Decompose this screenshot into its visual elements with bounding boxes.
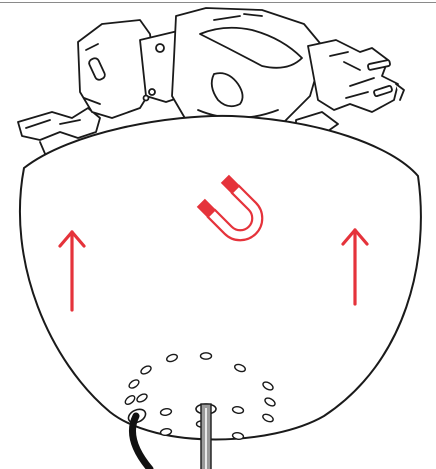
dome-cover-icon bbox=[19, 114, 422, 441]
vent-hole-icon bbox=[199, 352, 213, 360]
vent-holes bbox=[124, 352, 276, 440]
left-arrow-up-icon bbox=[58, 230, 86, 312]
vent-hole-icon bbox=[231, 406, 245, 414]
vent-hole-icon bbox=[136, 393, 148, 403]
frame-top-rule bbox=[0, 2, 436, 3]
vent-hole-icon bbox=[124, 394, 136, 406]
vent-hole-icon bbox=[234, 363, 246, 373]
vent-hole-icon bbox=[140, 365, 152, 375]
rod-icon bbox=[195, 403, 217, 469]
mounting-bracket-icon bbox=[17, 7, 405, 157]
vent-hole-icon bbox=[128, 379, 140, 389]
horseshoe-magnet-icon bbox=[196, 174, 264, 242]
right-arrow-up-icon bbox=[341, 228, 369, 306]
cable-icon bbox=[127, 408, 154, 469]
vent-hole-icon bbox=[262, 381, 274, 391]
vent-hole-icon bbox=[159, 408, 173, 416]
vent-hole-icon bbox=[159, 428, 173, 436]
vent-hole-icon bbox=[231, 432, 245, 440]
vent-hole-icon bbox=[262, 413, 274, 423]
vent-hole-icon bbox=[166, 353, 178, 363]
vent-hole-icon bbox=[264, 397, 276, 407]
